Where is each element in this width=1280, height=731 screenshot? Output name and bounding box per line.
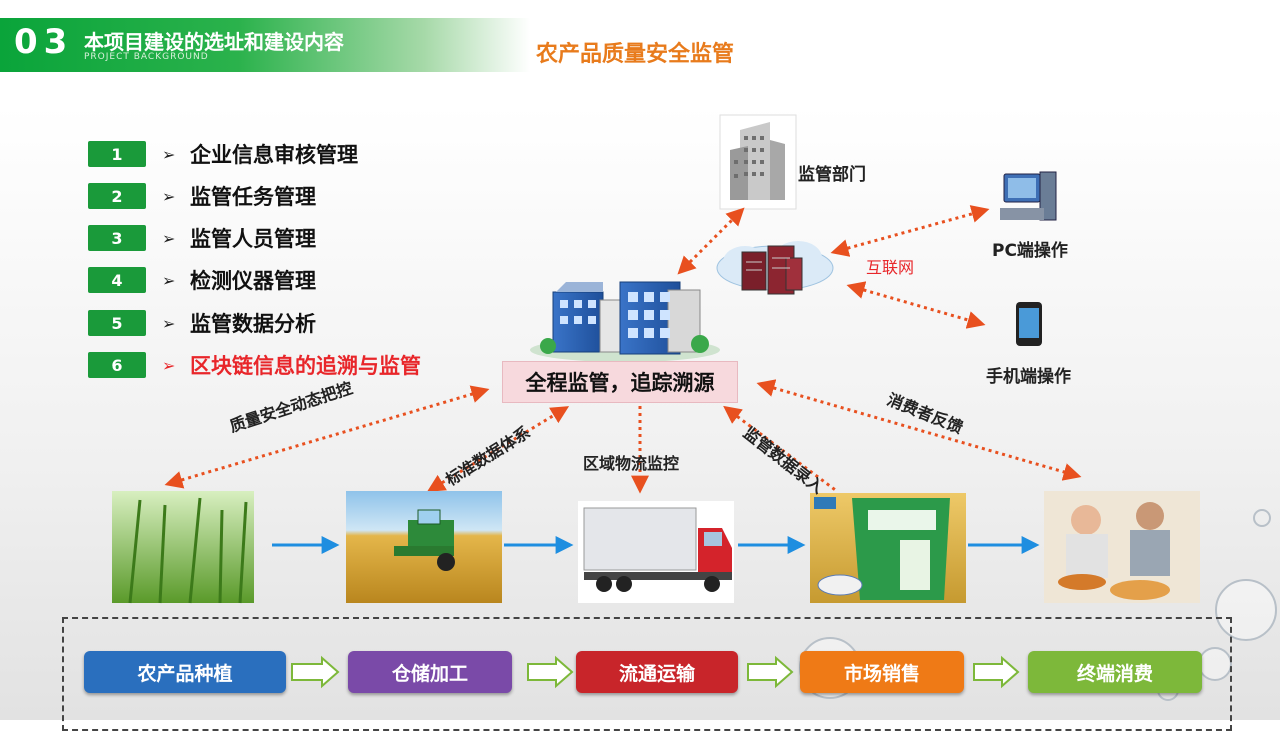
list-item: 1 ➢ 企业信息审核管理 bbox=[88, 139, 358, 169]
list-label: 区块链信息的追溯与监管 bbox=[190, 354, 421, 378]
list-number: 4 bbox=[88, 267, 146, 293]
list-number: 6 bbox=[88, 352, 146, 378]
list-label: 检测仪器管理 bbox=[190, 269, 316, 293]
section-number: 03 bbox=[14, 22, 74, 62]
stage-transport: 流通运输 bbox=[576, 651, 738, 693]
list-number: 1 bbox=[88, 141, 146, 167]
section-title: 本项目建设的选址和建设内容 bbox=[84, 30, 344, 54]
list-item: 3 ➢ 监管人员管理 bbox=[88, 223, 316, 253]
list-item: 4 ➢ 检测仪器管理 bbox=[88, 265, 316, 295]
stage-label: 终端消费 bbox=[1076, 662, 1153, 685]
arrow-bullet-icon: ➢ bbox=[162, 186, 176, 206]
arrow-bullet-icon: ➢ bbox=[162, 270, 176, 290]
list-number: 5 bbox=[88, 310, 146, 336]
list-label: 监管人员管理 bbox=[190, 227, 316, 251]
list-label: 监管数据分析 bbox=[190, 312, 316, 336]
internet-label: 互联网 bbox=[866, 258, 915, 277]
list-number: 3 bbox=[88, 225, 146, 251]
list-item-highlight: 6 ➢ 区块链信息的追溯与监管 bbox=[88, 350, 421, 380]
pc-label: PC端操作 bbox=[992, 241, 1068, 261]
list-label: 监管任务管理 bbox=[190, 185, 316, 209]
mobile-label: 手机端操作 bbox=[986, 367, 1071, 387]
section-subtitle: PROJECT BACKGROUND bbox=[84, 52, 209, 62]
center-label: 全程监管，追踪溯源 bbox=[502, 361, 738, 403]
list-number: 2 bbox=[88, 183, 146, 209]
stage-label: 农产品种植 bbox=[137, 662, 233, 685]
logistics-label: 区域物流监控 bbox=[583, 454, 680, 473]
list-item: 2 ➢ 监管任务管理 bbox=[88, 181, 316, 211]
stage-label: 市场销售 bbox=[843, 662, 920, 685]
stage-processing: 仓储加工 bbox=[348, 651, 512, 693]
list-label: 企业信息审核管理 bbox=[190, 143, 358, 167]
stage-label: 流通运输 bbox=[618, 662, 695, 685]
arrow-bullet-icon: ➢ bbox=[162, 313, 176, 333]
arrow-bullet-icon: ➢ bbox=[162, 228, 176, 248]
stage-label: 仓储加工 bbox=[391, 662, 468, 685]
stage-consumption: 终端消费 bbox=[1028, 651, 1202, 693]
stage-planting: 农产品种植 bbox=[84, 651, 286, 693]
stage-sales: 市场销售 bbox=[800, 651, 964, 693]
arrow-bullet-icon: ➢ bbox=[162, 355, 176, 375]
header-band bbox=[0, 18, 530, 72]
regulator-label: 监管部门 bbox=[798, 165, 866, 185]
arrow-bullet-icon: ➢ bbox=[162, 144, 176, 164]
page-title: 农产品质量安全监管 bbox=[536, 42, 735, 67]
list-item: 5 ➢ 监管数据分析 bbox=[88, 308, 316, 338]
